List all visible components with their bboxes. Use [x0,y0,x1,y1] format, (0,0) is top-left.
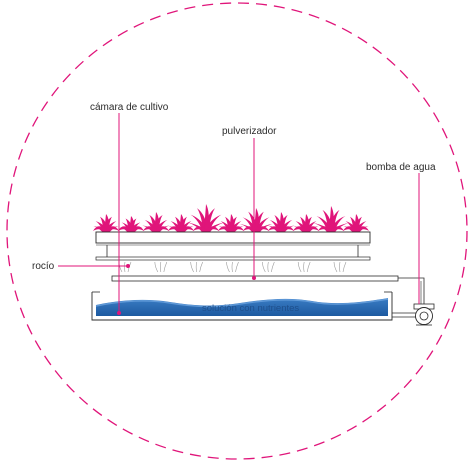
mist-spray [190,261,203,273]
plant-leaf [256,226,269,232]
plant-icon [267,212,295,234]
leader-dot-mist [126,264,130,268]
plant-leaf [331,226,344,232]
plant-leaf [318,226,331,232]
plant-icon [218,214,244,234]
mist-spray [154,261,168,273]
plant-leaf [181,226,194,232]
plant-icon [313,206,349,234]
plant-icon [168,214,194,234]
plant-leaf [231,226,244,232]
plant-leaf [281,226,294,232]
plant-leaf [203,208,216,234]
label-solution: solución con nutrientes [202,303,299,314]
reservoir-tank [91,292,393,321]
nutrient-solution-highlight [95,298,389,308]
label-mist: rocío [32,261,55,272]
leader-dot-chamber [117,311,121,315]
supply-pipe [398,277,425,304]
boundary-circle [6,2,468,460]
label-chamber: cámara de cultivo [90,102,169,113]
label-pump: bomba de agua [366,162,436,173]
mist-spray [226,261,239,273]
plant-leaf [118,226,131,232]
plant-leaf [243,226,256,232]
plant-leaf [293,226,306,232]
plant-leaf [328,223,349,234]
plant-leaf [356,226,369,232]
plant-leaf [131,226,144,232]
leader-dot-sprayer [252,276,256,280]
plant-leaf [203,222,225,234]
plant-icon [343,214,369,234]
plant-icon [93,214,119,234]
plant-leaf [218,226,231,232]
plant-icon [293,214,319,234]
plant-icon [239,208,273,234]
plant-leaf [93,226,106,232]
plant-icon [186,204,226,234]
plant-leaf [156,226,169,232]
plant-leaf [143,226,156,232]
plant-leaf [106,226,119,232]
plant-leaf [268,226,281,232]
plant-leaf [343,226,356,232]
plant-leaf [168,226,181,232]
mist-spray [262,261,275,273]
pump-icon [413,303,435,326]
plant-icon [142,212,170,234]
chamber-board [95,256,371,261]
plant-leaf [306,226,319,232]
label-sprayer: pulverizador [222,126,277,137]
mist-marks [118,261,347,273]
growing-tray [95,231,371,244]
mist-spray [297,261,311,273]
plant-icon [118,216,144,234]
plant-leaf [206,226,219,232]
plants-row [93,204,369,234]
mist-spray [333,261,347,273]
plant-leaf [193,226,206,232]
